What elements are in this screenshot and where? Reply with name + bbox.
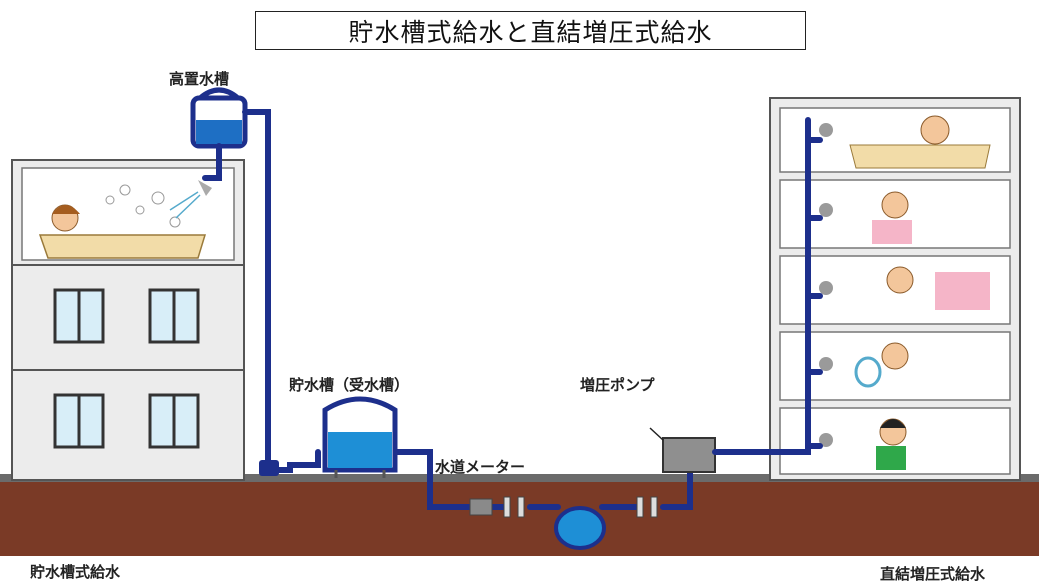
elevated-tank [190, 87, 248, 149]
storage-tank-label: 貯水槽（受水槽） [289, 376, 410, 394]
storage-tank [322, 396, 398, 478]
booster-pump [649, 427, 716, 473]
booster-pump-label: 増圧ポンプ [580, 376, 655, 394]
left-system-label: 貯水槽式給水 [30, 563, 121, 581]
elevated-tank-label: 高置水槽 [169, 70, 230, 88]
bath-scene-icon [38, 180, 212, 259]
residents-icon [849, 115, 991, 470]
diagram-title: 貯水槽式給水と直結増圧式給水 [255, 11, 806, 50]
water-meter-label: 水道メーター [435, 458, 526, 476]
valve-base [259, 460, 279, 476]
right-system-label: 直結増圧式給水 [880, 565, 986, 583]
ground-surface [0, 474, 1039, 482]
pipe-left-system [202, 109, 693, 510]
pipe-right-system [712, 117, 823, 455]
left-building [11, 159, 245, 481]
meter-icon [469, 496, 658, 550]
window-icon [53, 288, 200, 449]
